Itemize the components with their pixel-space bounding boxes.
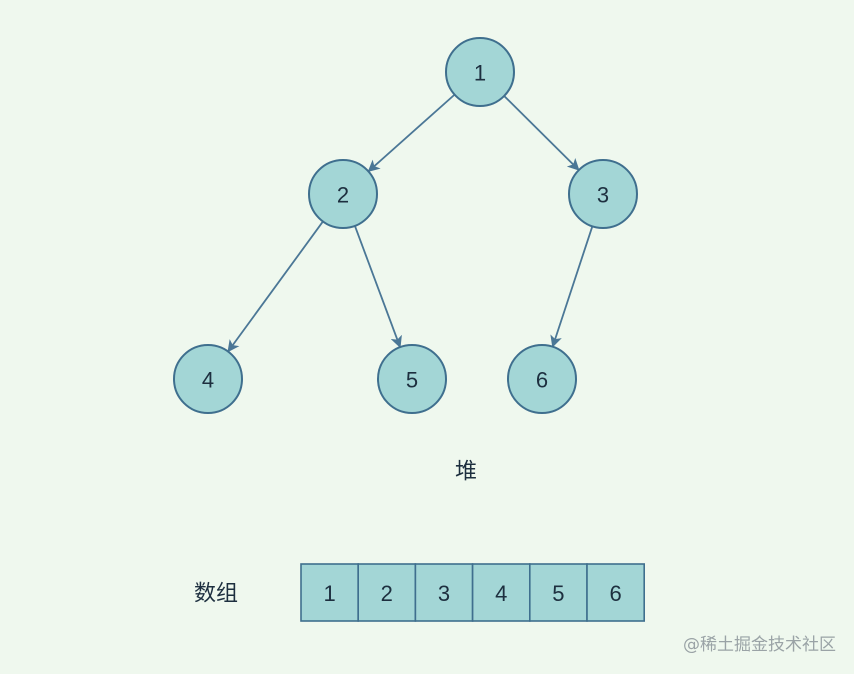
array-cell-3: 3 bbox=[414, 563, 474, 622]
array-cell-6: 6 bbox=[586, 563, 646, 622]
heap-node-6: 6 bbox=[507, 344, 577, 414]
heap-node-circle bbox=[377, 344, 447, 414]
watermark: @稀土掘金技术社区 bbox=[683, 635, 836, 655]
array-cell-4: 4 bbox=[471, 563, 531, 622]
array-cell-value: 4 bbox=[495, 581, 507, 606]
array-cell-box bbox=[471, 563, 531, 622]
array-cells: 1 2 3 4 5 6 bbox=[300, 563, 646, 622]
heap-node-label: 1 bbox=[474, 61, 486, 86]
heap-nodes: 1 2 3 4 5 6 bbox=[173, 37, 638, 414]
heap-node-label: 4 bbox=[202, 368, 214, 393]
heap-label: 堆 bbox=[455, 460, 477, 485]
heap-node-label: 3 bbox=[597, 183, 609, 208]
edge-n3-n6 bbox=[550, 226, 594, 348]
heap-node-4: 4 bbox=[173, 344, 243, 414]
heap-node-3: 3 bbox=[568, 159, 638, 229]
heap-node-circle bbox=[507, 344, 577, 414]
array-cell-box bbox=[357, 563, 417, 622]
heap-node-label: 5 bbox=[406, 368, 418, 393]
edge-n2-n5 bbox=[354, 225, 402, 349]
heap-node-circle bbox=[308, 159, 378, 229]
heap-node-circle bbox=[173, 344, 243, 414]
array-cell-value: 5 bbox=[552, 581, 564, 606]
heap-node-label: 6 bbox=[536, 368, 548, 393]
array-cell-1: 1 bbox=[300, 563, 360, 622]
edge-n2-n4 bbox=[227, 220, 324, 353]
heap-node-2: 2 bbox=[308, 159, 378, 229]
array-cell-2: 2 bbox=[357, 563, 417, 622]
array-cell-value: 2 bbox=[381, 581, 393, 606]
heap-node-circle bbox=[445, 37, 515, 107]
array-cell-box bbox=[586, 563, 646, 622]
array-cell-value: 6 bbox=[609, 581, 621, 606]
array-cell-5: 5 bbox=[528, 563, 588, 622]
heap-edges bbox=[227, 93, 594, 353]
heap-node-1: 1 bbox=[445, 37, 515, 107]
edge-n1-n2 bbox=[367, 93, 456, 173]
array-cell-value: 3 bbox=[438, 581, 450, 606]
heap-node-5: 5 bbox=[377, 344, 447, 414]
heap-node-label: 2 bbox=[337, 183, 349, 208]
heap-node-circle bbox=[568, 159, 638, 229]
array-cell-value: 1 bbox=[323, 581, 335, 606]
edge-n1-n3 bbox=[503, 95, 580, 171]
array-label: 数组 bbox=[194, 582, 238, 607]
